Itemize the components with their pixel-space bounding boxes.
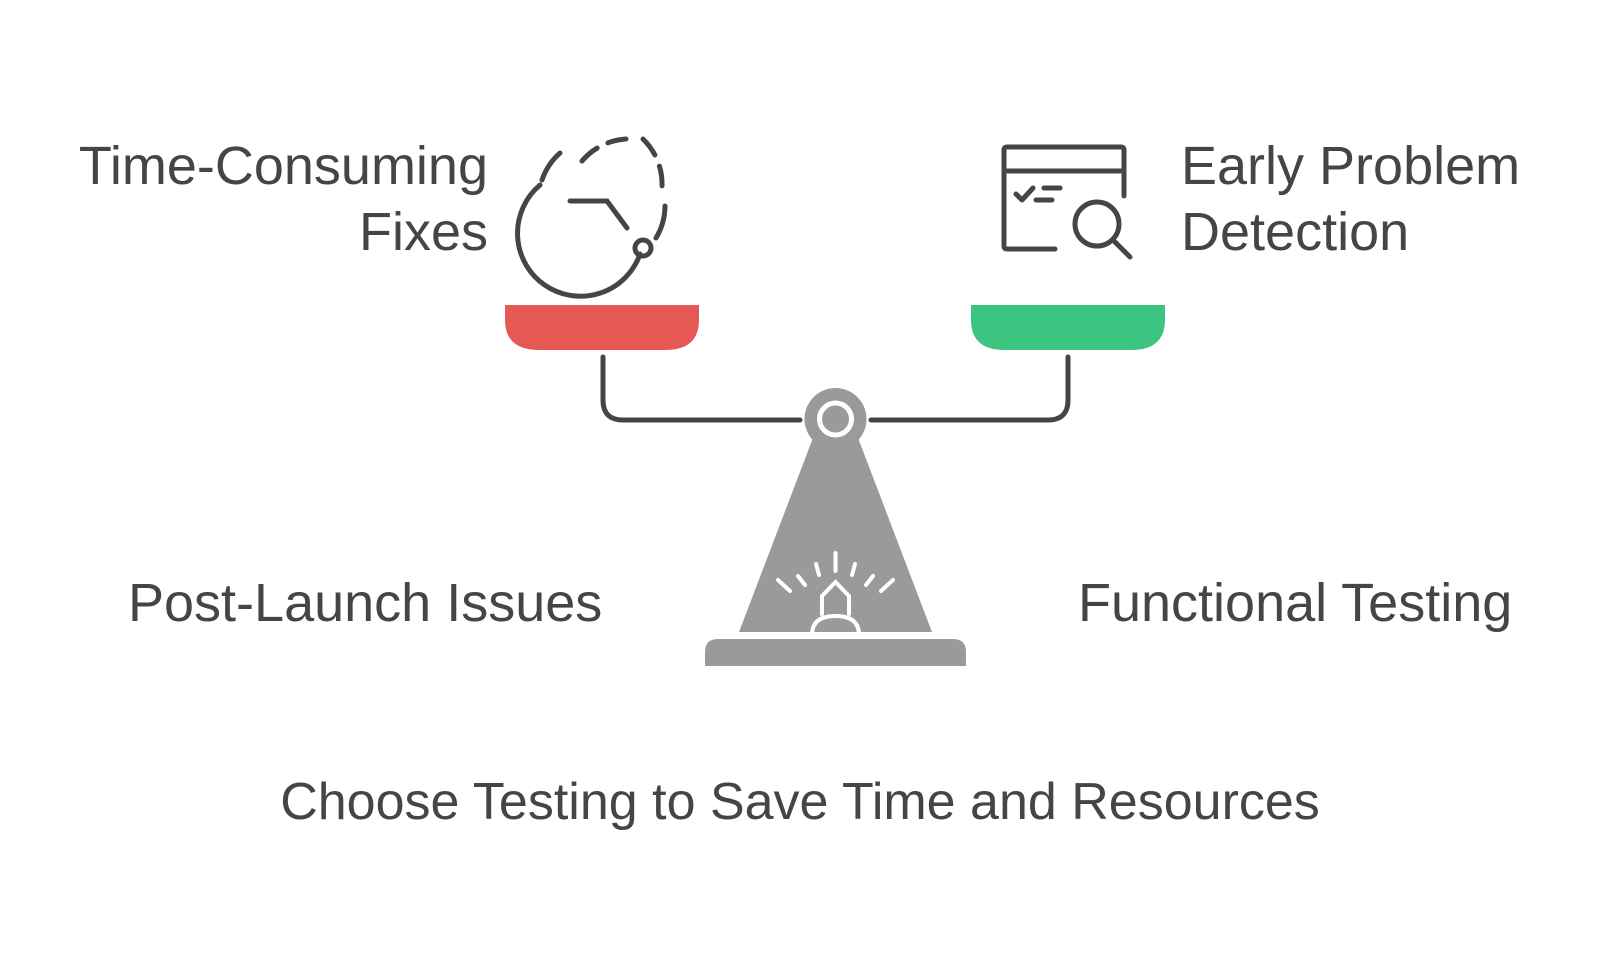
scale-pivot	[804, 388, 867, 450]
right-pan	[971, 305, 1165, 350]
left-arm	[600, 354, 803, 423]
label-line: Detection	[1181, 202, 1410, 262]
label-post-launch-issues: Post-Launch Issues	[128, 573, 603, 633]
scale-base	[705, 639, 966, 666]
label-line: Early Problem	[1181, 136, 1521, 196]
label-line: Fixes	[358, 202, 488, 262]
checklist-magnifier-icon	[1001, 144, 1133, 260]
label-time-consuming-fixes: Time-Consuming Fixes	[79, 133, 488, 265]
label-line: Time-Consuming	[78, 136, 488, 196]
gauge-icon	[776, 551, 895, 637]
dashed-timer-icon	[515, 136, 668, 299]
scale-stand	[739, 430, 932, 632]
pivot-ring	[817, 400, 854, 438]
label-functional-testing: Functional Testing	[1078, 573, 1513, 633]
left-pan	[505, 305, 699, 350]
right-arm	[868, 354, 1071, 423]
label-early-problem-detection: Early Problem Detection	[1181, 133, 1520, 265]
diagram-caption: Choose Testing to Save Time and Resource…	[280, 773, 1320, 831]
